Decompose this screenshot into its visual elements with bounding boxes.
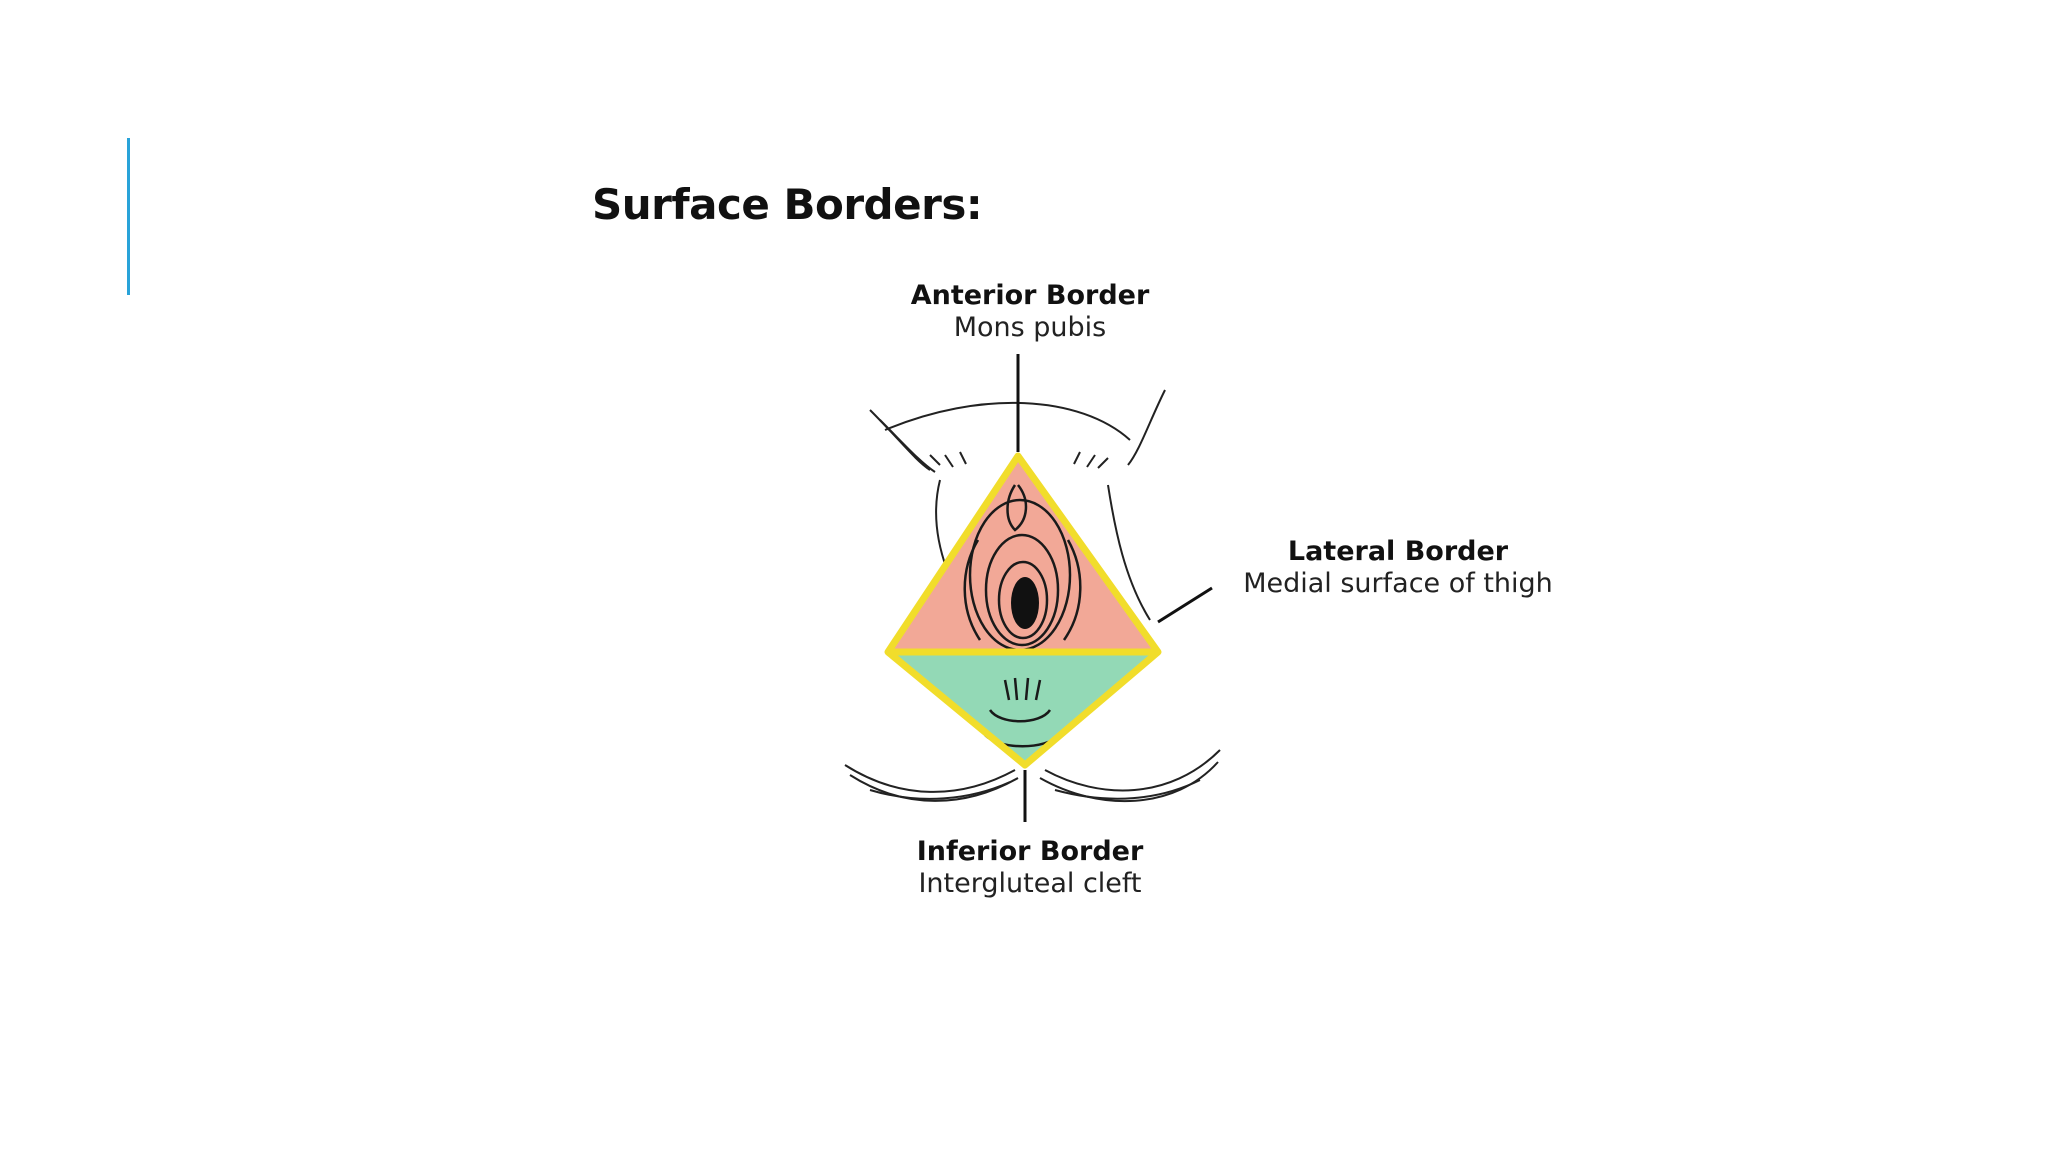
leader-lines — [1016, 354, 1213, 822]
accent-bar — [127, 138, 130, 295]
lateral-leader-line — [1157, 586, 1213, 624]
anterior-border-heading: Anterior Border — [910, 280, 1150, 311]
lateral-border-heading: Lateral Border — [1287, 536, 1509, 567]
anterior-border-label: Anterior Border Mons pubis — [880, 280, 1180, 345]
anatomy-sketch — [844, 389, 1221, 803]
anterior-border-detail: Mons pubis — [953, 312, 1107, 344]
lateral-border-label: Lateral Border Medial surface of thigh — [1228, 536, 1568, 601]
anal-triangle — [888, 652, 1158, 765]
border-outline — [884, 452, 1162, 769]
urogenital-triangle — [888, 456, 1158, 652]
anatomy-detail — [963, 484, 1082, 748]
slide-title: Surface Borders: — [592, 180, 983, 229]
inferior-border-heading: Inferior Border — [916, 836, 1144, 867]
inferior-border-label: Inferior Border Intergluteal cleft — [880, 836, 1180, 901]
inferior-border-detail: Intergluteal cleft — [918, 868, 1142, 900]
vaginal-orifice — [1011, 577, 1039, 629]
lateral-border-detail: Medial surface of thigh — [1243, 568, 1553, 600]
